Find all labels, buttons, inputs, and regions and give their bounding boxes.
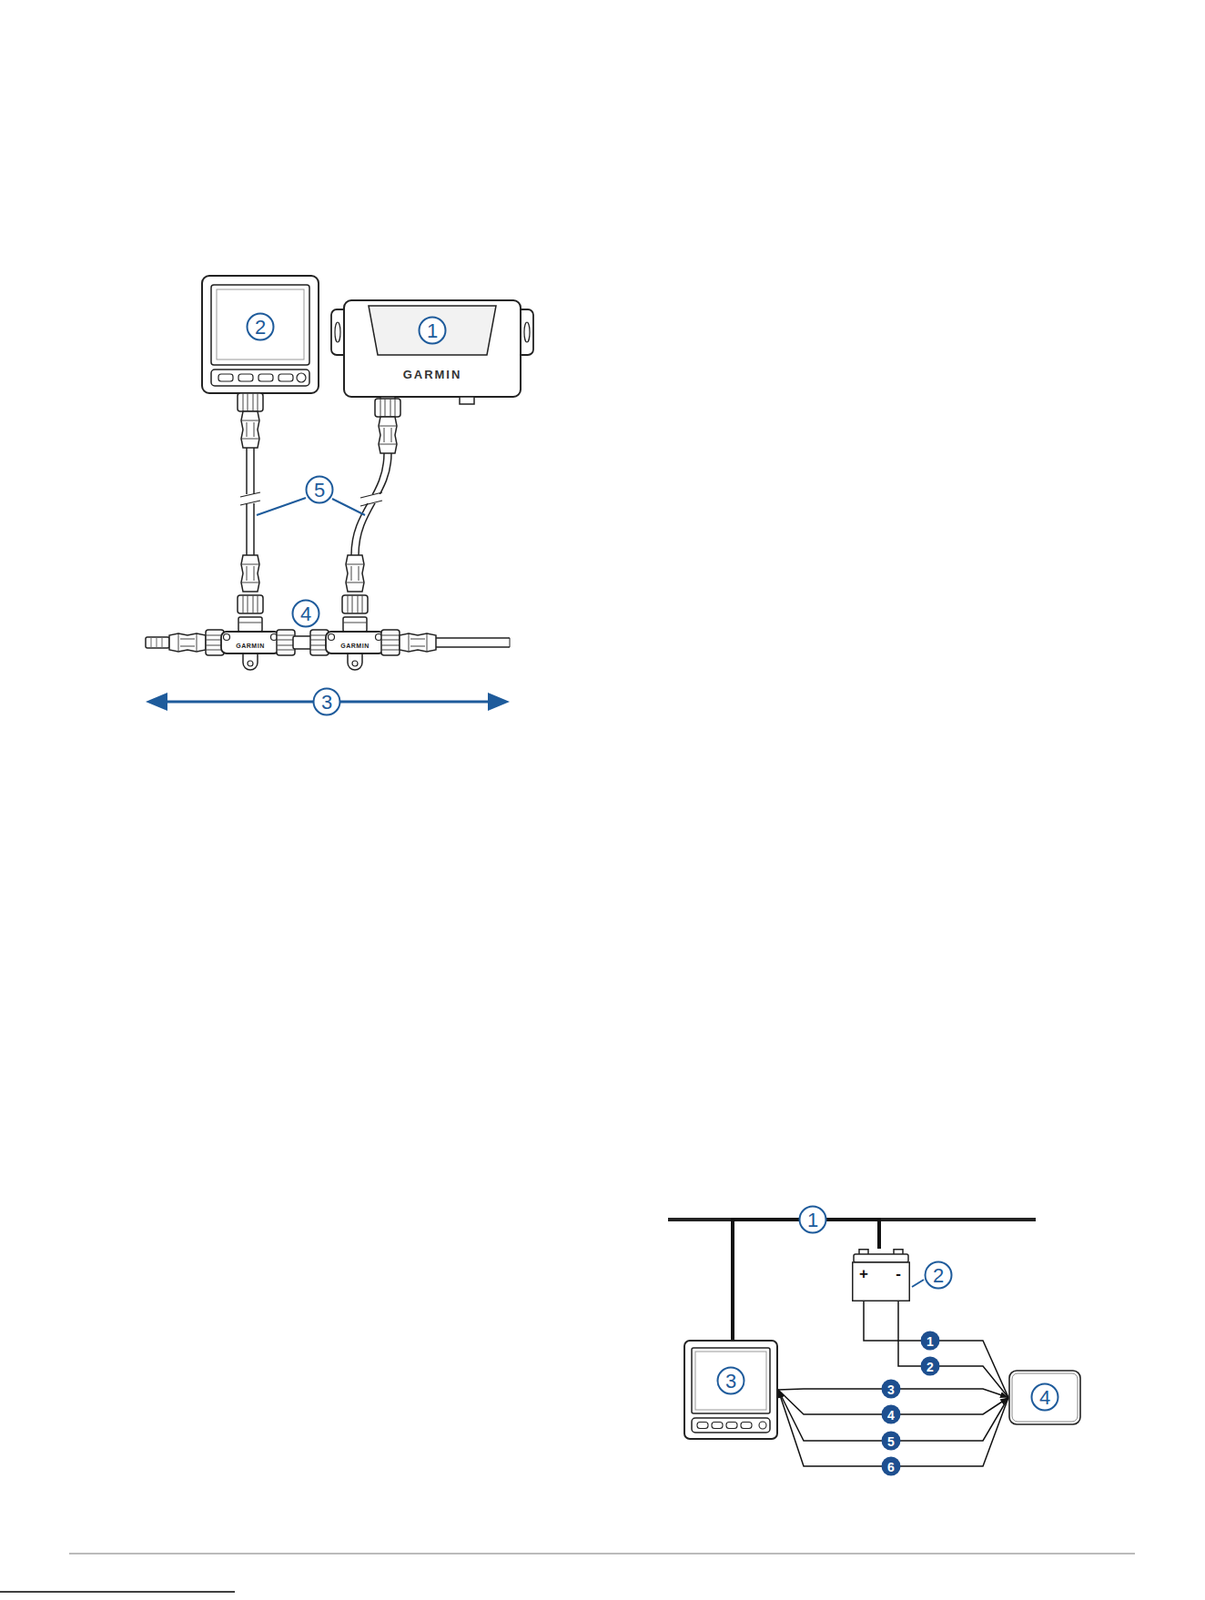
callout-number: 2 (924, 1261, 953, 1290)
drop-cable (351, 453, 392, 556)
brand-logo: GARMIN (403, 368, 463, 381)
backbone (145, 617, 510, 670)
drop-cable (241, 555, 260, 592)
display-unit-outline (691, 1347, 770, 1414)
wire (863, 1301, 1009, 1398)
battery-outline (853, 1254, 909, 1263)
wire-number: 4 (881, 1405, 902, 1425)
callout-number: 1 (418, 316, 447, 345)
backbone (399, 633, 436, 652)
display-unit-outline (691, 1417, 770, 1433)
display-unit (211, 284, 310, 365)
brand-logo: GARMIN (340, 642, 369, 649)
display-unit-outline (759, 1421, 767, 1429)
display-unit (202, 275, 319, 394)
display-unit (238, 374, 254, 382)
drop-cable (240, 492, 261, 506)
leader-line (911, 1279, 924, 1287)
ccu-housing (520, 309, 534, 355)
display-unit-outline (726, 1422, 738, 1429)
ccu-housing (331, 309, 345, 355)
display-unit-outline (711, 1422, 723, 1429)
page-rule (0, 1553, 1135, 1592)
callout-number: 4 (1031, 1383, 1060, 1412)
ccu-housing (368, 305, 497, 355)
wire-number: 5 (881, 1431, 902, 1451)
display-unit-outline (695, 1351, 767, 1410)
callout-number: 4 (292, 599, 321, 628)
ccu-housing (459, 396, 475, 405)
backbone (169, 633, 206, 652)
wire-number: 3 (881, 1379, 902, 1399)
ccu-housing (344, 300, 521, 397)
wire-number: 2 (921, 1356, 941, 1377)
display-unit-outline (697, 1422, 709, 1429)
page-rule (69, 1553, 1135, 1555)
display-unit (218, 374, 233, 382)
page-rule (0, 1590, 235, 1593)
drop-cable (241, 411, 260, 448)
backbone (151, 637, 163, 649)
device-box-outline (1009, 1370, 1081, 1425)
display-unit-outline (684, 1340, 778, 1439)
drop-cable (378, 416, 397, 454)
display-unit (296, 373, 306, 383)
drop-cable (237, 393, 264, 412)
leader-line (256, 497, 306, 516)
backbone-arrow (487, 692, 510, 711)
drop-cable (237, 595, 264, 614)
display-unit (202, 275, 319, 394)
backbone (221, 617, 280, 670)
drop-cable (362, 494, 383, 504)
device-box: 4 (1008, 1369, 1082, 1426)
backbone (325, 617, 385, 670)
callout-number: 3 (717, 1367, 746, 1396)
drop-cable (342, 398, 401, 614)
battery-outline (852, 1262, 911, 1301)
drop-cable (360, 492, 383, 507)
backbone (276, 629, 295, 656)
wire-number: 6 (881, 1457, 902, 1477)
backbone (381, 629, 400, 656)
ccu-housing (331, 300, 534, 405)
leader-line (332, 498, 365, 516)
callout-number: 1 (799, 1205, 828, 1235)
callout-number: 2 (246, 313, 275, 342)
drop-cable (237, 393, 264, 614)
display-unit (211, 369, 310, 386)
drop-cable (345, 555, 365, 592)
backbone (509, 637, 511, 648)
device-box-outline (1012, 1373, 1078, 1422)
backbone (145, 637, 170, 649)
backbone-arrow (145, 692, 168, 711)
display-unit: 3 (683, 1339, 779, 1440)
battery: +- (851, 1248, 911, 1302)
backbone (435, 637, 510, 648)
callout-number: 5 (305, 475, 335, 505)
drop-cable (374, 398, 401, 417)
terminal-sign: + (859, 1265, 869, 1282)
display-unit-outline (740, 1422, 752, 1429)
drop-cable (342, 595, 368, 614)
wire (898, 1301, 1009, 1398)
wire-number: 1 (921, 1331, 941, 1351)
terminal-sign: - (895, 1265, 902, 1282)
display-unit (278, 374, 294, 382)
callout-number: 3 (313, 688, 342, 717)
wire (778, 1389, 1009, 1467)
ccu-housing (524, 322, 530, 343)
ccu-housing (334, 322, 341, 343)
display-unit (258, 374, 274, 382)
display-unit (216, 289, 304, 360)
leader-line (911, 1279, 924, 1287)
brand-logo: GARMIN (235, 642, 264, 649)
